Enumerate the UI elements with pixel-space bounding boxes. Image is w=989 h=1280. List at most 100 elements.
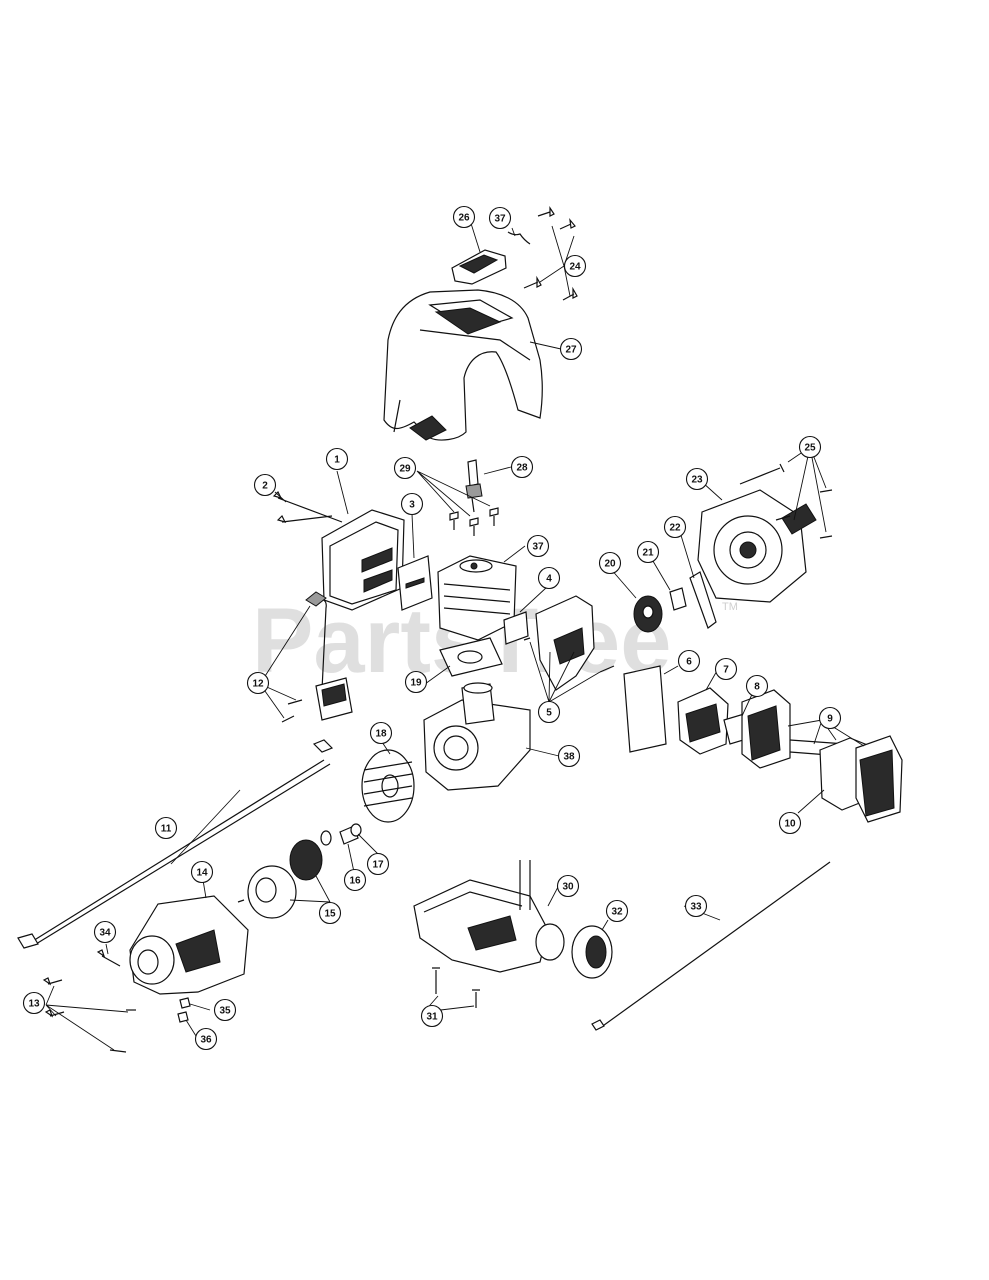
part-31-screw-a bbox=[432, 967, 440, 994]
part-3-gasket-port bbox=[405, 577, 425, 589]
part-18-flywheel bbox=[361, 749, 415, 823]
callout-circle bbox=[400, 492, 424, 516]
part-7-carburetor bbox=[677, 687, 729, 755]
callout-c28: 28 bbox=[510, 455, 534, 479]
callout-c18: 18 bbox=[369, 721, 393, 745]
part-9-air-filter-base bbox=[741, 689, 847, 769]
callout-circle bbox=[366, 852, 390, 876]
callout-circle bbox=[420, 1004, 444, 1028]
callout-c4: 4 bbox=[537, 566, 561, 590]
part-19-gasket-bore bbox=[457, 650, 483, 664]
callout-circle bbox=[22, 991, 46, 1015]
callout-number: 30 bbox=[562, 882, 574, 893]
part-5-heat-shield bbox=[523, 595, 615, 691]
part-30-fuel-tank bbox=[413, 860, 565, 973]
part-33-drive-cable bbox=[591, 861, 831, 1031]
callout-number: 24 bbox=[569, 262, 581, 273]
callout-number: 28 bbox=[516, 463, 528, 474]
callout-circle bbox=[818, 706, 842, 730]
callout-c5: 5 bbox=[537, 700, 561, 724]
watermark-tm: TM bbox=[722, 601, 738, 613]
part-26-primer-cover bbox=[451, 249, 507, 285]
part-2-bolts bbox=[272, 490, 343, 523]
callout-c7: 7 bbox=[714, 657, 738, 681]
callout-circle bbox=[213, 998, 237, 1022]
part-35-nut bbox=[179, 997, 191, 1009]
callout-number: 15 bbox=[324, 909, 336, 920]
callout-number: 18 bbox=[375, 729, 387, 740]
callout-c27: 27 bbox=[559, 337, 583, 361]
callout-c37b: 37 bbox=[526, 534, 550, 558]
callout-circle bbox=[93, 920, 117, 944]
callout-circle bbox=[605, 899, 629, 923]
callout-number: 11 bbox=[161, 824, 172, 835]
part-23-recoil-starter bbox=[697, 489, 817, 603]
callout-circle bbox=[488, 206, 512, 230]
callout-c22: 22 bbox=[663, 515, 687, 539]
callout-number: 35 bbox=[219, 1006, 231, 1017]
callout-circle bbox=[537, 700, 561, 724]
callout-circle bbox=[778, 811, 802, 835]
callout-circle bbox=[559, 337, 583, 361]
callout-number: 36 bbox=[200, 1035, 212, 1046]
callout-number: 21 bbox=[642, 548, 654, 559]
part-29-screws bbox=[449, 507, 499, 536]
callout-number: 27 bbox=[565, 345, 577, 356]
callout-number: 8 bbox=[754, 682, 760, 693]
part-28-spark-plug bbox=[465, 459, 483, 513]
part-11-throttle-cable bbox=[17, 739, 334, 949]
part-6-plate bbox=[623, 665, 667, 753]
callout-circle bbox=[714, 657, 738, 681]
callout-c32: 32 bbox=[605, 899, 629, 923]
callout-number: 32 bbox=[611, 907, 623, 918]
part-9-filter-cover bbox=[855, 735, 903, 823]
callout-circle bbox=[190, 860, 214, 884]
callout-circle bbox=[325, 447, 349, 471]
callout-circle bbox=[246, 671, 270, 695]
callout-circle bbox=[537, 566, 561, 590]
callout-bubbles: 1234567891011121314151617181920212223242… bbox=[22, 205, 842, 1051]
callout-number: 31 bbox=[426, 1012, 438, 1023]
callout-c19: 19 bbox=[404, 670, 428, 694]
callout-c10: 10 bbox=[778, 811, 802, 835]
part-15-clutch bbox=[237, 830, 332, 919]
part-17-washer bbox=[350, 823, 362, 837]
callout-circle bbox=[194, 1027, 218, 1051]
callout-c30: 30 bbox=[556, 874, 580, 898]
part-12-fuel-line bbox=[281, 591, 353, 723]
callout-circle bbox=[798, 435, 822, 459]
callout-circle bbox=[404, 670, 428, 694]
part-22-spring bbox=[689, 571, 717, 629]
callout-circle bbox=[154, 816, 178, 840]
callout-number: 6 bbox=[686, 657, 692, 668]
part-14-clutch-housing bbox=[129, 895, 249, 995]
callout-number: 23 bbox=[691, 475, 703, 486]
callout-c36: 36 bbox=[194, 1027, 218, 1051]
part-34-screw bbox=[96, 949, 121, 967]
callout-number: 12 bbox=[252, 679, 264, 690]
callout-number: 4 bbox=[546, 574, 552, 585]
callout-c33: 33 bbox=[684, 894, 708, 918]
callout-c37a: 37 bbox=[488, 206, 512, 230]
part-4-gasket bbox=[503, 611, 529, 645]
callout-circle bbox=[663, 515, 687, 539]
callout-number: 33 bbox=[690, 902, 702, 913]
callout-c15: 15 bbox=[318, 901, 342, 925]
callout-c14: 14 bbox=[190, 860, 214, 884]
callout-circle bbox=[510, 455, 534, 479]
part-36-nut bbox=[177, 1011, 189, 1023]
callout-number: 10 bbox=[784, 819, 796, 830]
part-13-screws bbox=[42, 977, 136, 1053]
part-21-bushing bbox=[669, 587, 687, 611]
callout-c24: 24 bbox=[563, 254, 587, 278]
part-37-clip bbox=[507, 231, 531, 245]
callout-circle bbox=[253, 473, 277, 497]
part-32-fuel-cap bbox=[571, 925, 613, 979]
callout-circle bbox=[684, 894, 708, 918]
callout-number: 1 bbox=[334, 455, 340, 466]
callout-circle bbox=[745, 674, 769, 698]
callout-number: 20 bbox=[604, 559, 616, 570]
callout-number: 16 bbox=[349, 876, 361, 887]
callout-number: 37 bbox=[532, 542, 544, 553]
